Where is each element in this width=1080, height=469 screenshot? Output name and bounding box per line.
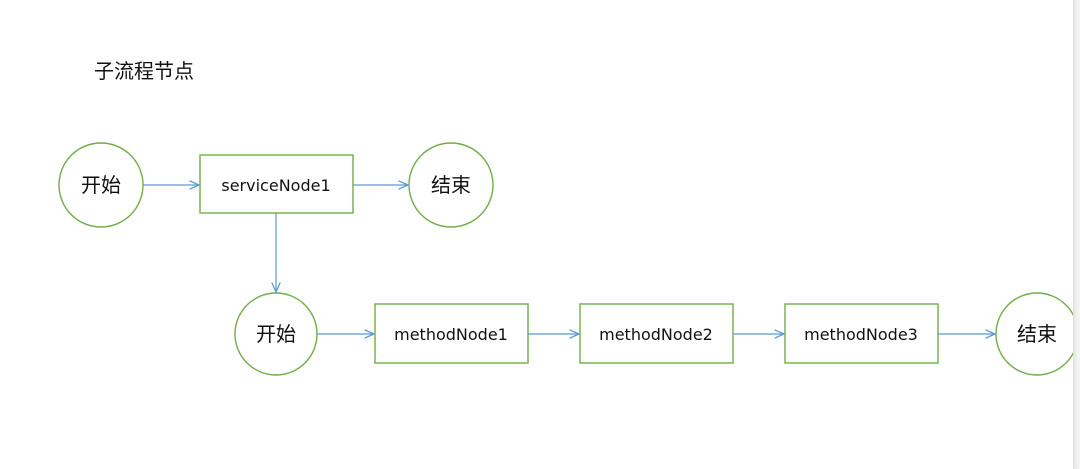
start-node-1[interactable]: 开始 xyxy=(58,142,144,228)
method-node-2[interactable]: methodNode2 xyxy=(579,303,734,364)
method-node-1[interactable]: methodNode1 xyxy=(374,303,529,364)
method-node-3-label: methodNode3 xyxy=(804,325,918,344)
start-node-1-label: 开始 xyxy=(81,173,121,197)
end-node-1-label: 结束 xyxy=(431,173,471,197)
method-node-3[interactable]: methodNode3 xyxy=(784,303,939,364)
method-node-2-label: methodNode2 xyxy=(599,325,713,344)
end-node-1[interactable]: 结束 xyxy=(408,142,494,228)
start-node-2[interactable]: 开始 xyxy=(234,292,318,376)
service-node-1[interactable]: serviceNode1 xyxy=(199,154,354,214)
end-node-2-label: 结束 xyxy=(1017,322,1057,346)
service-node-1-label: serviceNode1 xyxy=(221,176,330,195)
scrollbar-track[interactable] xyxy=(1073,0,1080,469)
start-node-2-label: 开始 xyxy=(256,322,296,346)
method-node-1-label: methodNode1 xyxy=(394,325,508,344)
page-title: 子流程节点 xyxy=(94,59,194,83)
end-node-2[interactable]: 结束 xyxy=(995,292,1079,376)
